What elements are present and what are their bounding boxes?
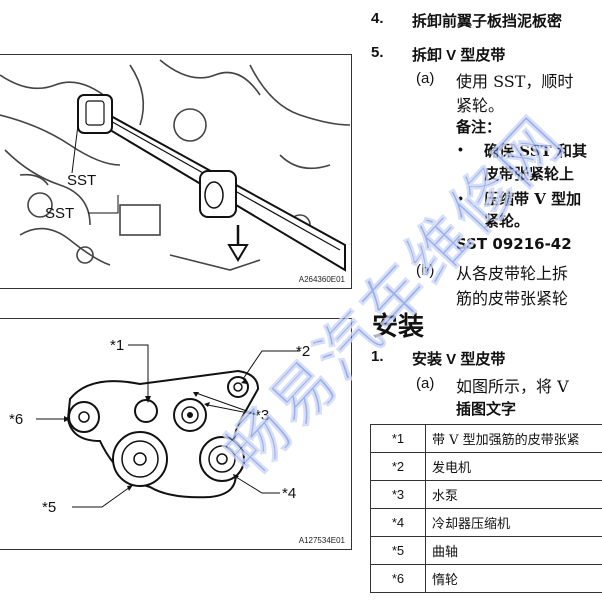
note-item-2: 皮带张紧轮上 — [484, 165, 575, 183]
tensioner-pulley — [134, 399, 158, 423]
figure-code: A127534E01 — [298, 536, 345, 545]
note-item-1: 确保 SST 和其 — [484, 142, 587, 160]
install-step-1-number: 1. — [371, 348, 384, 365]
note-bullet: • — [458, 190, 463, 206]
legend-value: 曲轴 — [425, 536, 602, 565]
substep-b-line2: 筋的皮带张紧轮 — [456, 289, 569, 308]
legend-key: *5 — [370, 536, 426, 565]
water-pump-pulley — [173, 398, 207, 432]
substep-b-label: (b) — [416, 262, 435, 279]
table-row: *5 曲轴 — [370, 536, 602, 565]
callout-4: *4 — [282, 485, 297, 502]
callout-3: *3 — [255, 407, 270, 424]
belt-routing-diagram — [36, 344, 300, 508]
table-row: *4 冷却器压缩机 — [370, 508, 602, 537]
table-row: *2 发电机 — [370, 452, 602, 481]
callout-5: *5 — [42, 499, 57, 516]
substep-a-line1: 使用 SST，顺时 — [456, 72, 574, 91]
crankshaft-pulley — [112, 431, 168, 487]
step-4-title: 拆卸前翼子板挡泥板密 — [412, 13, 563, 30]
install-substep-a-label: (a) — [416, 375, 435, 392]
legend-key: *3 — [370, 480, 426, 509]
legend-value: 带 V 型加强筋的皮带张紧 — [425, 424, 602, 453]
belt-routing-figure: *1 *2 *3 *6 *5 *4 A127534E01 — [0, 318, 352, 550]
note-bullet: • — [458, 141, 463, 157]
install-step-1-title: 安装 V 型皮带 — [412, 351, 506, 368]
note-item-4: 紧轮。 — [484, 212, 530, 230]
caption-heading: 插图文字 — [456, 401, 517, 418]
note-item-3: 压缩带 V 型加 — [484, 190, 582, 208]
idler-pulley — [68, 401, 100, 433]
legend-value: 冷却器压缩机 — [425, 508, 602, 537]
legend-table: *1 带 V 型加强筋的皮带张紧 *2 发电机 *3 水泵 *4 冷却器压缩机 … — [370, 424, 602, 593]
callout-2: *2 — [296, 343, 311, 360]
legend-key: *4 — [370, 508, 426, 537]
legend-key: *1 — [370, 424, 426, 453]
step-5-number: 5. — [371, 44, 384, 61]
note-heading: 备注： — [456, 118, 502, 136]
callout-6: *6 — [9, 411, 24, 428]
step-5-title: 拆卸 V 型皮带 — [412, 47, 506, 64]
sst-number: SST 09216-42 — [456, 235, 572, 253]
sst-callout-bottom: SST — [45, 205, 75, 222]
engine-sst-illustration — [0, 59, 351, 272]
legend-value: 水泵 — [425, 480, 602, 509]
substep-a-line2: 紧轮。 — [456, 96, 505, 115]
legend-value: 发电机 — [425, 452, 602, 481]
sst-tool-figure: SST SST A264360E01 — [0, 54, 352, 289]
substep-a-label: (a) — [416, 70, 435, 87]
callout-1: *1 — [110, 337, 125, 354]
sst-callout-top: SST — [67, 172, 97, 189]
step-4-number: 4. — [371, 10, 384, 27]
legend-key: *2 — [370, 452, 426, 481]
compressor-pulley — [199, 436, 245, 482]
install-heading: 安装 — [372, 311, 425, 341]
table-row: *3 水泵 — [370, 480, 602, 509]
table-row: *6 惰轮 — [370, 564, 602, 593]
figure-code: A264360E01 — [298, 275, 345, 284]
legend-key: *6 — [370, 564, 426, 593]
install-substep-a-line1: 如图所示，将 V — [456, 377, 569, 396]
substep-b-line1: 从各皮带轮上拆 — [456, 264, 569, 283]
table-row: *1 带 V 型加强筋的皮带张紧 — [370, 424, 602, 453]
legend-value: 惰轮 — [425, 564, 602, 593]
